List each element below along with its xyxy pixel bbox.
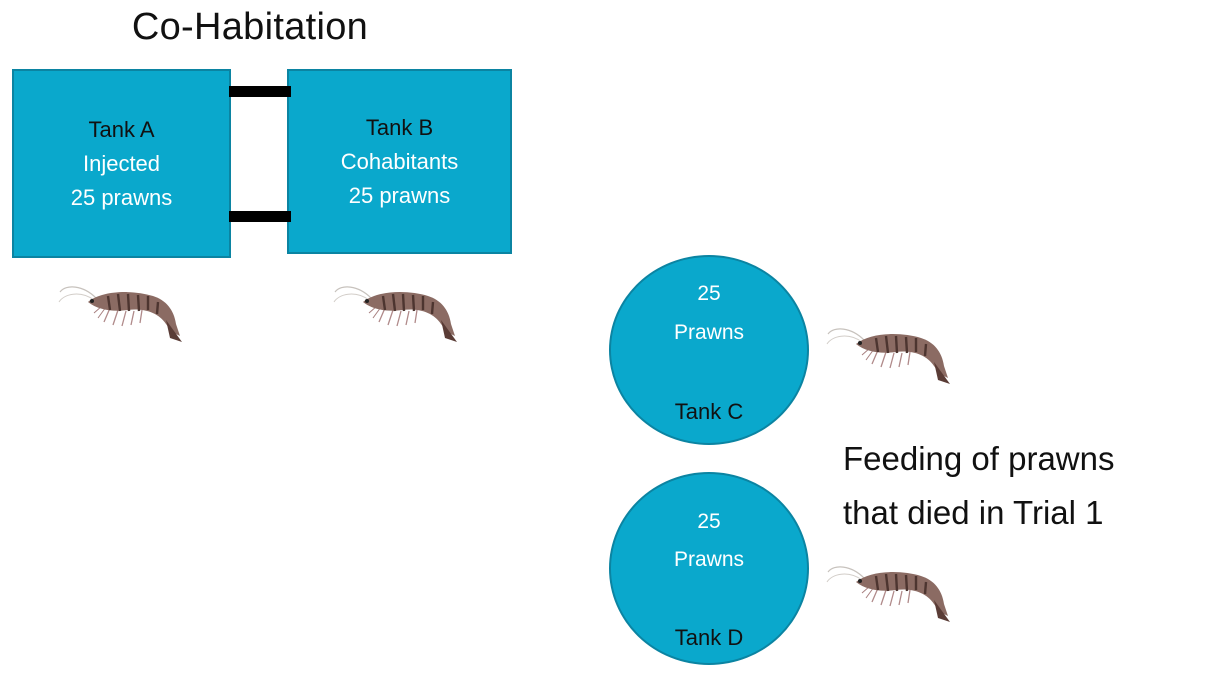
tank-connector-bottom (229, 211, 291, 222)
tank-a-count: 25 prawns (70, 184, 173, 210)
tank-d-name: Tank D (674, 625, 744, 650)
diagram-title: Co-Habitation (131, 6, 369, 48)
tank-c-label: Prawns (673, 321, 745, 344)
tank-c-count: 25 (697, 282, 721, 305)
tank-a-box: Tank A Injected 25 prawns (12, 69, 231, 258)
prawn-icon (58, 285, 184, 344)
tank-b-group: Cohabitants (340, 148, 459, 174)
tank-d-circle: 25 Prawns Tank D (609, 472, 809, 665)
prawn-icon (826, 327, 952, 386)
tank-b-box: Tank B Cohabitants 25 prawns (287, 69, 512, 254)
prawn-icon (826, 565, 952, 624)
tank-c-name: Tank C (674, 399, 744, 424)
tank-b-count: 25 prawns (348, 182, 451, 208)
feeding-caption: Feeding of prawns that died in Trial 1 (843, 432, 1115, 540)
tank-d-count: 25 (697, 510, 721, 533)
caption-line-1: Feeding of prawns (843, 440, 1115, 477)
caption-line-2: that died in Trial 1 (843, 494, 1104, 531)
tank-c-circle: 25 Prawns Tank C (609, 255, 809, 445)
tank-a-group: Injected (82, 150, 161, 176)
tank-a-name: Tank A (88, 116, 155, 142)
prawn-icon (333, 285, 459, 344)
tank-connector-top (229, 86, 291, 97)
tank-b-name: Tank B (365, 114, 434, 140)
tank-d-label: Prawns (673, 548, 745, 571)
